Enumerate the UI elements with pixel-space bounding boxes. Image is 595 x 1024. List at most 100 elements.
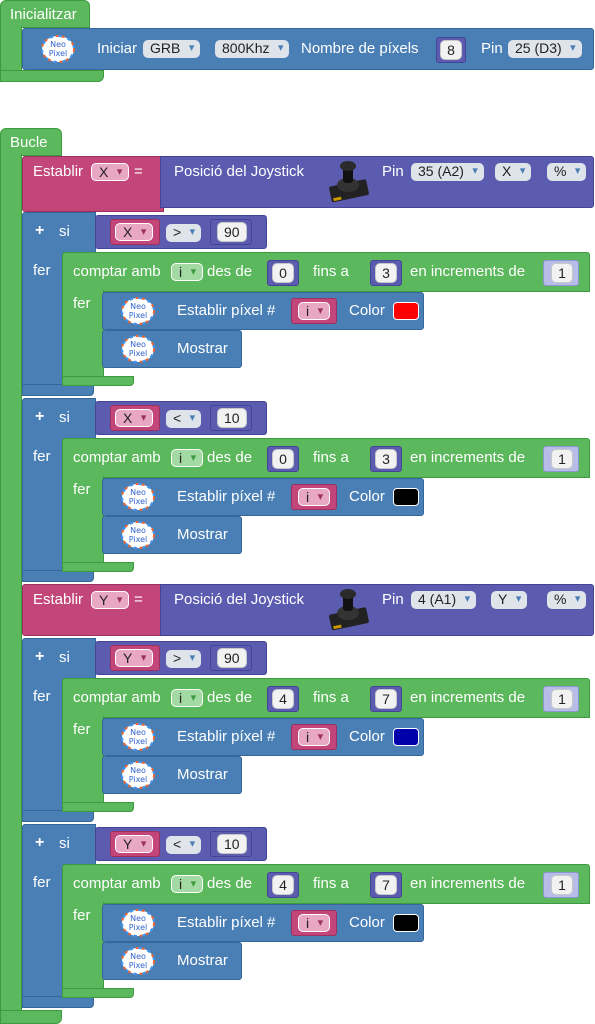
count-to-value[interactable]: 7 (375, 875, 397, 895)
compare-value[interactable]: 10 (217, 834, 247, 854)
count-var-dropdown[interactable]: i (171, 263, 204, 281)
joystick-y-pin-dropdown[interactable]: 4 (A1) (411, 591, 477, 609)
count-var-dropdown[interactable]: i (171, 689, 204, 707)
joystick-x-block[interactable]: Posició del Joystick Pin 35 (A2) X % (160, 156, 594, 208)
compare-value-block[interactable]: 10 (210, 405, 252, 431)
set-pixel-var-block[interactable]: i (291, 724, 337, 750)
count-inc-block[interactable]: 1 (543, 872, 579, 898)
set-pixel-block[interactable]: Neo Pixel Establir píxel # i Color (102, 904, 424, 942)
compare-op-dropdown[interactable]: > (166, 224, 202, 242)
pixel-type-dropdown[interactable]: GRB (143, 40, 201, 58)
count-inc-value[interactable]: 1 (551, 875, 573, 895)
set-x-block[interactable]: Establir X = (22, 156, 164, 212)
compare-var-dropdown[interactable]: Y (115, 835, 154, 853)
compare-value[interactable]: 90 (217, 222, 247, 242)
count-var-dropdown[interactable]: i (171, 449, 204, 467)
if-plus-icon[interactable]: + (35, 222, 45, 239)
count-inc-value[interactable]: 1 (551, 263, 573, 283)
init-pin-dropdown[interactable]: 25 (D3) (508, 40, 582, 58)
count-to-value[interactable]: 3 (375, 263, 397, 283)
color-swatch[interactable] (393, 302, 419, 320)
pixel-count-value[interactable]: 8 (440, 40, 462, 60)
count-loop-head[interactable]: comptar amb i des de 4 fins a 7 en incre… (62, 864, 590, 904)
if-plus-icon[interactable]: + (35, 834, 45, 851)
count-var-dropdown[interactable]: i (171, 875, 204, 893)
set-pixel-var-block[interactable]: i (291, 484, 337, 510)
show-block[interactable]: Neo Pixel Mostrar (102, 942, 242, 980)
count-to-block[interactable]: 3 (370, 446, 402, 472)
set-pixel-block[interactable]: Neo Pixel Establir píxel # i Color (102, 292, 424, 330)
compare-value-block[interactable]: 10 (210, 831, 252, 857)
compare-block[interactable]: Y < 10 (95, 827, 267, 861)
joystick-y-block[interactable]: Posició del Joystick Pin 4 (A1) Y % (160, 584, 594, 636)
compare-var-dropdown[interactable]: X (115, 409, 154, 427)
compare-var-dropdown[interactable]: X (115, 223, 154, 241)
count-from-value[interactable]: 0 (272, 449, 294, 469)
joystick-x-unit-dropdown[interactable]: % (547, 163, 587, 181)
compare-op-dropdown[interactable]: < (166, 410, 202, 428)
count-from-value[interactable]: 4 (272, 875, 294, 895)
compare-block[interactable]: Y > 90 (95, 641, 267, 675)
count-from-block[interactable]: 4 (267, 872, 299, 898)
set-x-var-dropdown[interactable]: X (91, 163, 130, 181)
show-block[interactable]: Neo Pixel Mostrar (102, 516, 242, 554)
compare-op-dropdown[interactable]: < (166, 836, 202, 854)
compare-block[interactable]: X < 10 (95, 401, 267, 435)
if-head[interactable]: + si (22, 638, 96, 680)
count-from-block[interactable]: 4 (267, 686, 299, 712)
count-inc-block[interactable]: 1 (543, 446, 579, 472)
joystick-x-axis-dropdown[interactable]: X (495, 163, 532, 181)
pixel-count-block[interactable]: 8 (436, 37, 466, 63)
compare-var-block[interactable]: X (110, 405, 160, 431)
set-pixel-var-block[interactable]: i (291, 298, 337, 324)
count-from-block[interactable]: 0 (267, 260, 299, 286)
compare-value-block[interactable]: 90 (210, 645, 252, 671)
show-block[interactable]: Neo Pixel Mostrar (102, 756, 242, 794)
compare-value-block[interactable]: 90 (210, 219, 252, 245)
count-loop-head[interactable]: comptar amb i des de 4 fins a 7 en incre… (62, 678, 590, 718)
compare-var-block[interactable]: Y (110, 645, 160, 671)
count-from-block[interactable]: 0 (267, 446, 299, 472)
compare-value[interactable]: 10 (217, 408, 247, 428)
color-swatch[interactable] (393, 488, 419, 506)
if-plus-icon[interactable]: + (35, 408, 45, 425)
set-pixel-var-dropdown[interactable]: i (298, 302, 331, 320)
compare-block[interactable]: X > 90 (95, 215, 267, 249)
count-from-value[interactable]: 4 (272, 689, 294, 709)
count-to-block[interactable]: 3 (370, 260, 402, 286)
set-pixel-block[interactable]: Neo Pixel Establir píxel # i Color (102, 718, 424, 756)
if-head[interactable]: + si (22, 398, 96, 440)
count-inc-block[interactable]: 1 (543, 260, 579, 286)
show-block[interactable]: Neo Pixel Mostrar (102, 330, 242, 368)
set-pixel-var-dropdown[interactable]: i (298, 914, 331, 932)
set-y-block[interactable]: Establir Y = (22, 584, 164, 636)
if-plus-icon[interactable]: + (35, 648, 45, 665)
neopixel-init-block[interactable]: Neo Pixel Iniciar GRB 800Khz Nombre de p… (22, 28, 594, 70)
count-inc-value[interactable]: 1 (551, 689, 573, 709)
color-swatch[interactable] (393, 914, 419, 932)
compare-var-dropdown[interactable]: Y (115, 649, 154, 667)
set-pixel-var-block[interactable]: i (291, 910, 337, 936)
joystick-y-unit-dropdown[interactable]: % (547, 591, 587, 609)
if-head[interactable]: + si (22, 824, 96, 866)
joystick-y-axis-dropdown[interactable]: Y (491, 591, 528, 609)
set-y-var-dropdown[interactable]: Y (91, 591, 130, 609)
joystick-x-pin-dropdown[interactable]: 35 (A2) (411, 163, 484, 181)
set-pixel-block[interactable]: Neo Pixel Establir píxel # i Color (102, 478, 424, 516)
count-to-value[interactable]: 7 (375, 689, 397, 709)
set-pixel-var-dropdown[interactable]: i (298, 728, 331, 746)
count-loop-head[interactable]: comptar amb i des de 0 fins a 3 en incre… (62, 438, 590, 478)
count-inc-value[interactable]: 1 (551, 449, 573, 469)
compare-var-block[interactable]: Y (110, 831, 160, 857)
count-to-block[interactable]: 7 (370, 686, 402, 712)
if-head[interactable]: + si (22, 212, 96, 254)
color-swatch[interactable] (393, 728, 419, 746)
init-hat-block[interactable]: Inicialitzar (0, 0, 90, 28)
count-inc-block[interactable]: 1 (543, 686, 579, 712)
frequency-dropdown[interactable]: 800Khz (215, 40, 290, 58)
count-to-value[interactable]: 3 (375, 449, 397, 469)
count-loop-head[interactable]: comptar amb i des de 0 fins a 3 en incre… (62, 252, 590, 292)
set-pixel-var-dropdown[interactable]: i (298, 488, 331, 506)
compare-var-block[interactable]: X (110, 219, 160, 245)
count-from-value[interactable]: 0 (272, 263, 294, 283)
